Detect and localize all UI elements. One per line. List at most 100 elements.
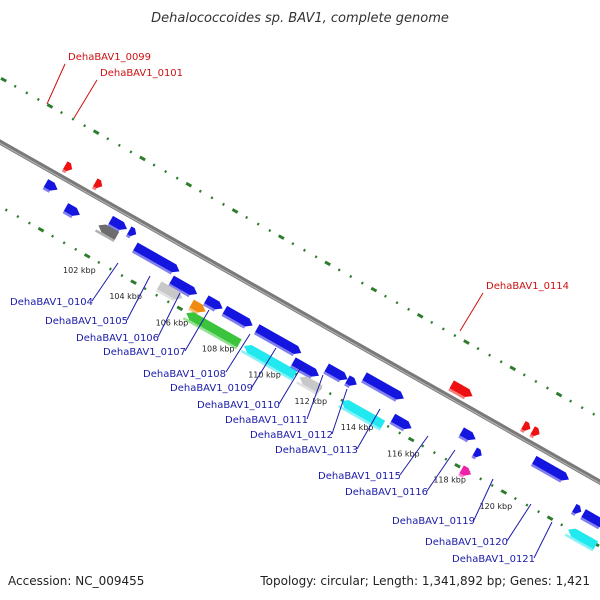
genome-backbone-highlight — [0, 142, 600, 484]
tick-outer — [0, 76, 7, 83]
gene-arrow-shade — [253, 332, 294, 357]
tick-inner — [500, 489, 508, 495]
tick-inner — [166, 300, 170, 304]
tick-inner — [407, 436, 415, 443]
gene-label: DehaBAV1_0105 — [45, 316, 128, 327]
gene-arrow — [459, 427, 476, 441]
accession-text: Accession: NC_009455 — [8, 574, 144, 588]
gene-arrow-shade — [530, 463, 562, 483]
callout-leader-line — [506, 503, 532, 542]
gene-label: DehaBAV1_0111 — [225, 415, 308, 426]
tick-inner — [97, 260, 101, 265]
gene-arrow — [127, 226, 137, 237]
gene-label: DehaBAV1_0119 — [392, 516, 475, 527]
gene-arrow-shade — [337, 404, 381, 431]
callout-leader-line — [473, 478, 494, 521]
tick-outer — [117, 143, 121, 147]
gene-arrow — [299, 376, 323, 394]
backbone-group — [0, 139, 600, 486]
callout-leader-line — [251, 347, 277, 388]
callout-leader-line — [399, 435, 429, 476]
tick-outer — [407, 307, 411, 311]
tick-outer — [395, 301, 399, 305]
tick-outer — [25, 91, 29, 95]
tick-inner — [479, 477, 483, 481]
tick-outer — [509, 365, 517, 372]
callout-leader-line — [225, 333, 251, 373]
gene-label: DehaBAV1_0108 — [143, 369, 226, 380]
scale-label: 114 kbp — [341, 423, 374, 432]
tick-outer — [291, 242, 295, 246]
tick-outer — [476, 347, 480, 351]
tick-outer — [198, 189, 202, 193]
scale-label: 112 kbp — [294, 397, 327, 406]
tick-outer — [268, 229, 272, 233]
tick-outer — [83, 124, 87, 128]
gene-arrow-shade — [389, 421, 405, 432]
tick-outer — [441, 327, 445, 331]
gene-arrow — [133, 242, 180, 273]
tick-inner — [525, 503, 529, 507]
tick-outer — [430, 320, 434, 324]
gene-arrow-shade — [458, 473, 465, 478]
scale-label: 108 kbp — [202, 345, 235, 354]
tick-inner — [108, 267, 112, 271]
gene-arrow-shade — [570, 511, 576, 516]
tick-inner — [62, 241, 66, 245]
gene-arrow-shade — [131, 250, 172, 275]
callout-leader-line — [73, 79, 98, 119]
tick-outer — [59, 110, 63, 115]
gene-arrow-shade — [361, 380, 397, 402]
tick-inner — [120, 273, 124, 278]
tick-inner — [546, 515, 554, 521]
tick-outer — [534, 379, 538, 384]
gene-arrow-shade — [155, 289, 175, 302]
tick-inner — [454, 462, 461, 469]
tick-outer — [592, 412, 596, 416]
gene-label: DehaBAV1_0107 — [103, 347, 186, 358]
tick-outer — [92, 129, 100, 136]
gene-arrow-shade — [62, 210, 73, 219]
tick-inner — [176, 305, 184, 312]
tick-outer — [337, 268, 341, 272]
scale-label: 116 kbp — [387, 449, 420, 458]
gene-arrow-shade — [458, 435, 469, 443]
gene-arrow — [108, 215, 127, 230]
gene-arrow-shade — [91, 186, 97, 191]
scale-label: 110 kbp — [248, 371, 281, 380]
tick-inner — [386, 424, 390, 428]
gene-arrow — [222, 305, 253, 327]
gene-arrow-shade — [240, 349, 293, 381]
gene-arrow — [362, 372, 404, 400]
tick-outer — [185, 181, 193, 188]
gene-arrow-shade — [42, 186, 51, 193]
gene-label: DehaBAV1_0120 — [425, 537, 508, 548]
gene-arrow — [63, 203, 80, 216]
tick-inner — [421, 444, 425, 448]
gene-arrow — [186, 312, 242, 348]
gene-label: DehaBAV1_0104 — [10, 297, 93, 308]
tick-outer — [370, 286, 378, 293]
tick-inner — [143, 287, 147, 291]
gene-arrow-shade — [290, 365, 312, 379]
callout-leader-line — [331, 388, 348, 435]
tick-outer — [245, 215, 249, 220]
gene-label: DehaBAV1_0115 — [318, 471, 401, 482]
gene-arrow — [93, 178, 103, 189]
gene-features — [42, 161, 600, 552]
tick-outer — [256, 222, 260, 226]
tick-outer — [416, 313, 424, 319]
tick-outer — [36, 97, 40, 102]
callout-leader-line — [46, 63, 66, 105]
tick-inner — [537, 510, 541, 514]
tick-outer — [152, 163, 156, 167]
gene-arrow — [532, 455, 569, 481]
tick-outer — [231, 208, 239, 214]
gene-arrow-shade — [296, 381, 319, 396]
gene-label: DehaBAV1_0101 — [100, 68, 183, 79]
tick-row-inner — [4, 208, 600, 548]
gene-arrow — [341, 400, 386, 429]
tick-outer — [453, 333, 457, 338]
tick-inner — [51, 234, 55, 238]
tick-outer — [349, 274, 353, 279]
